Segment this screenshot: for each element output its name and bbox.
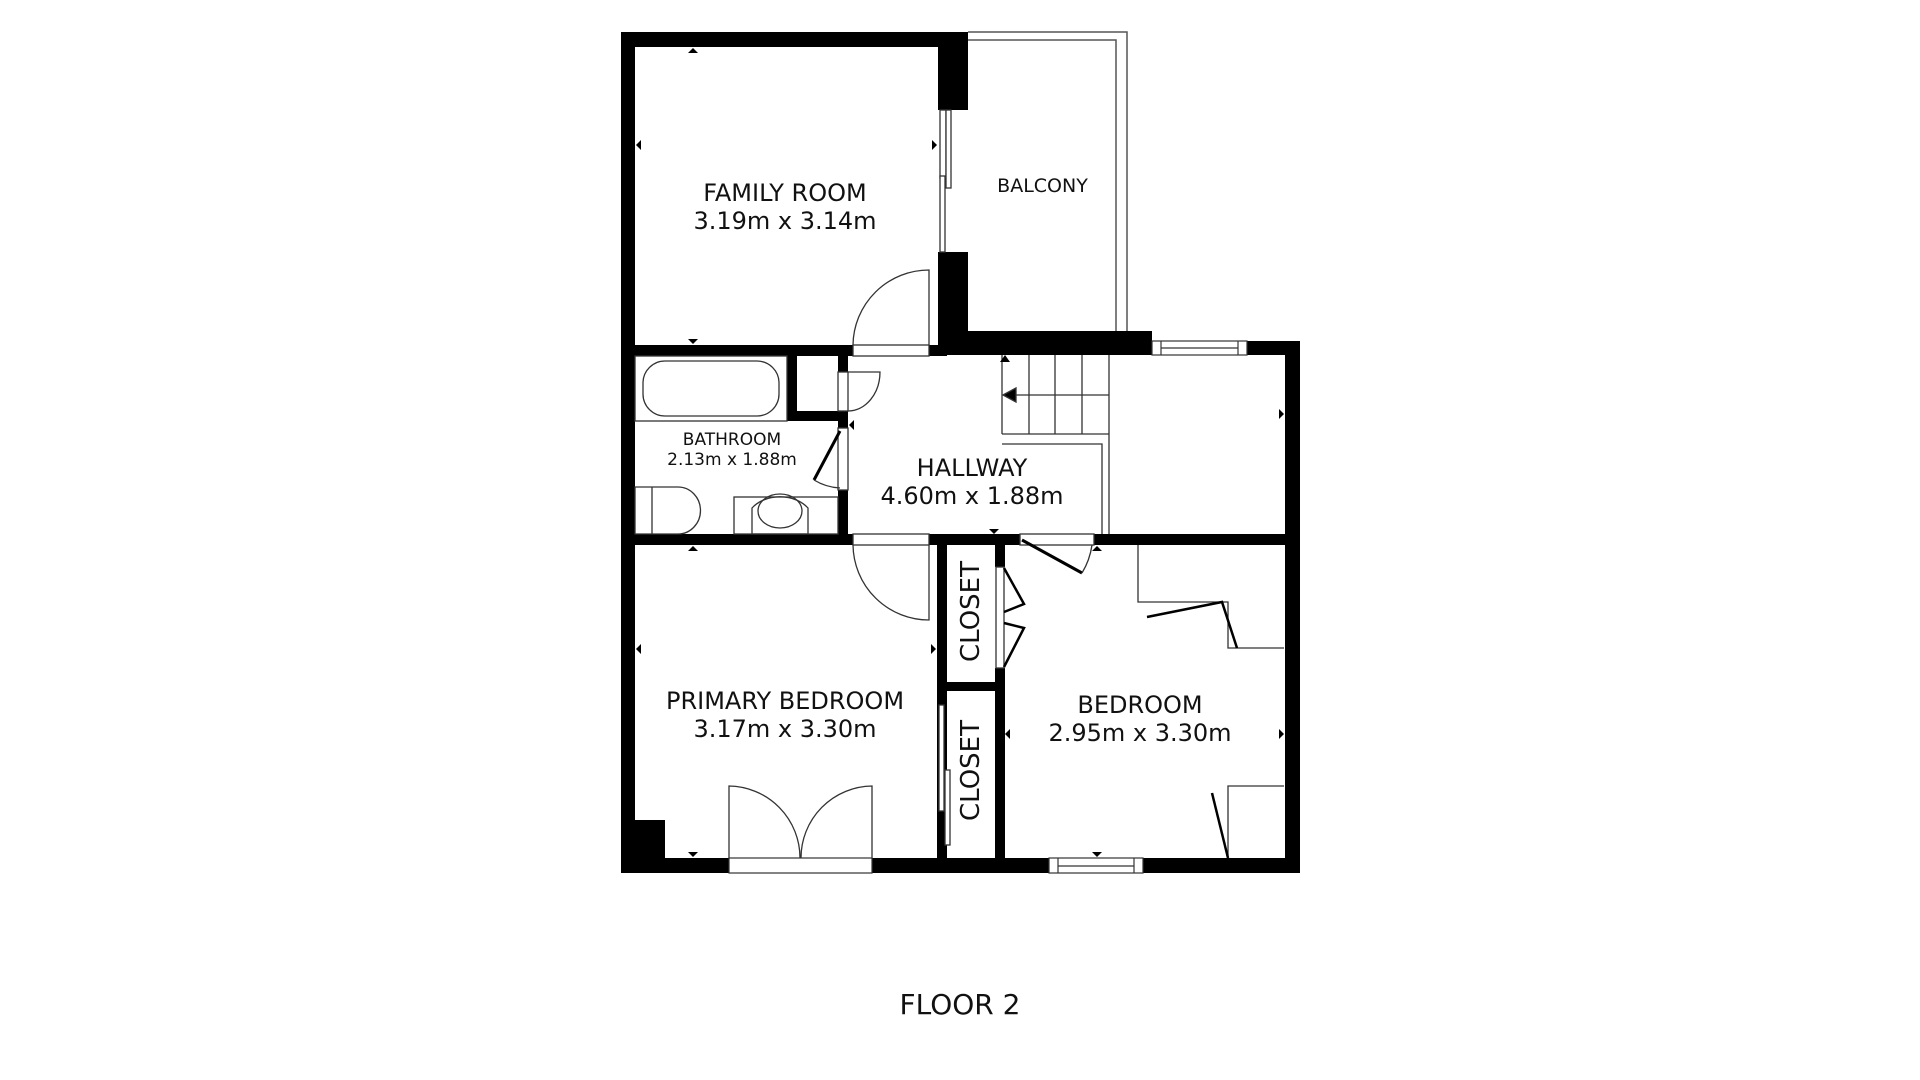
room-label-family-room: FAMILY ROOM 3.19m x 3.14m [680, 179, 890, 235]
room-label-bedroom: BEDROOM 2.95m x 3.30m [1030, 691, 1250, 747]
room-label-closet-upper: CLOSET [956, 561, 986, 662]
toilet [634, 486, 702, 535]
measurement-markers [636, 48, 1284, 857]
doors [728, 109, 1095, 859]
windows [728, 340, 1248, 874]
room-label-closet-lower: CLOSET [956, 720, 986, 821]
door-swing-primary [852, 544, 930, 621]
room-label-balcony: BALCONY [980, 175, 1105, 198]
door-swing-family [852, 269, 930, 346]
room-dimensions: 3.17m x 3.30m [693, 714, 877, 743]
staircase [1001, 355, 1110, 534]
room-name: PRIMARY BEDROOM [665, 687, 905, 715]
room-label-bathroom: BATHROOM 2.13m x 1.88m [652, 430, 812, 470]
room-name: HALLWAY [916, 454, 1028, 482]
room-dimensions: 3.19m x 3.14m [693, 206, 877, 235]
room-dimensions: 2.13m x 1.88m [667, 449, 797, 470]
sink [733, 496, 839, 535]
stairs-direction-arrow [1001, 386, 1017, 404]
window-primary [728, 857, 873, 874]
room-name: BALCONY [997, 175, 1088, 197]
fixtures [634, 355, 1284, 859]
room-dimensions: 2.95m x 3.30m [1048, 718, 1232, 747]
room-name: BEDROOM [1077, 691, 1203, 719]
bathtub [634, 355, 788, 422]
room-label-primary-bedroom: PRIMARY BEDROOM 3.17m x 3.30m [645, 687, 925, 743]
room-dimensions: 4.60m x 1.88m [880, 481, 1064, 510]
floor-label: FLOOR 2 [899, 988, 1021, 1021]
room-name: FAMILY ROOM [703, 179, 867, 207]
room-label-hallway: HALLWAY 4.60m x 1.88m [862, 454, 1082, 510]
balcony-railing [968, 31, 1128, 331]
walls [621, 32, 1300, 873]
room-name: BATHROOM [682, 430, 782, 450]
